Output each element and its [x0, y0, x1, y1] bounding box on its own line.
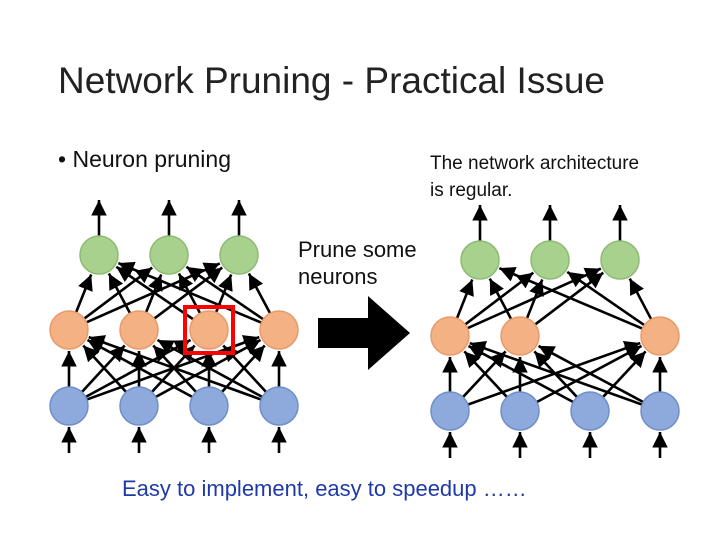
- after-edge: [463, 350, 510, 400]
- bullet-symbol: •: [58, 146, 67, 172]
- bullet-item: • Neuron pruning: [58, 146, 231, 173]
- hidden-neuron: [49, 310, 89, 350]
- before-edge: [185, 265, 266, 322]
- architecture-note-line2: is regular.: [430, 180, 513, 201]
- after-edge: [455, 279, 474, 321]
- hidden-neuron: [119, 310, 159, 350]
- input-neuron: [570, 391, 610, 431]
- input-neuron: [640, 391, 680, 431]
- hidden-neuron: [430, 316, 470, 356]
- output-neuron: [530, 240, 570, 280]
- bullet-text: Neuron pruning: [72, 146, 232, 172]
- before-edge: [81, 266, 153, 321]
- before-edge: [79, 344, 126, 395]
- input-neuron: [430, 391, 470, 431]
- before-edge: [88, 335, 264, 402]
- output-neuron: [219, 235, 259, 275]
- before-edge: [219, 344, 266, 395]
- prune-label-line2: neurons: [298, 264, 378, 289]
- pruned-neuron-highlight: [183, 305, 235, 355]
- architecture-note-line1: The network architecture: [430, 153, 640, 174]
- after-edge: [460, 350, 507, 400]
- after-edge: [488, 277, 514, 322]
- output-neuron: [460, 240, 500, 280]
- output-neuron: [79, 235, 119, 275]
- after-edge: [462, 271, 535, 327]
- after-edge: [532, 271, 605, 327]
- after-edge: [498, 266, 645, 331]
- before-edge: [151, 266, 223, 321]
- before-edge: [153, 338, 262, 400]
- before-edge: [117, 261, 264, 325]
- before-edge: [247, 272, 273, 316]
- right-arrow-icon: [318, 296, 410, 370]
- hidden-neuron: [189, 310, 229, 350]
- hidden-neuron: [259, 310, 299, 350]
- prune-label: Prune some neurons: [298, 236, 417, 290]
- after-edge: [566, 270, 647, 328]
- after-edge: [600, 350, 647, 400]
- architecture-note: The network architecture is regular.: [430, 150, 639, 204]
- output-neuron: [149, 235, 189, 275]
- after-edge: [469, 340, 645, 407]
- network-after-neurons: [430, 240, 680, 431]
- before-edge: [74, 274, 93, 315]
- hidden-neuron: [500, 316, 540, 356]
- hidden-neuron: [640, 316, 680, 356]
- slide-title: Network Pruning - Practical Issue: [58, 60, 605, 101]
- after-edge: [534, 344, 643, 405]
- after-edge: [628, 277, 654, 322]
- output-neuron: [600, 240, 640, 280]
- input-neuron: [119, 386, 159, 426]
- network-before-neurons: [49, 235, 299, 426]
- after-edge: [537, 344, 646, 405]
- input-neuron: [259, 386, 299, 426]
- before-edge: [156, 338, 265, 400]
- input-neuron: [500, 391, 540, 431]
- network-after-edges: [442, 205, 668, 458]
- footer-text: Easy to implement, easy to speedup ……: [122, 476, 527, 501]
- prune-label-line1: Prune some: [298, 237, 417, 262]
- before-edge: [107, 272, 133, 316]
- input-neuron: [189, 386, 229, 426]
- input-neuron: [49, 386, 89, 426]
